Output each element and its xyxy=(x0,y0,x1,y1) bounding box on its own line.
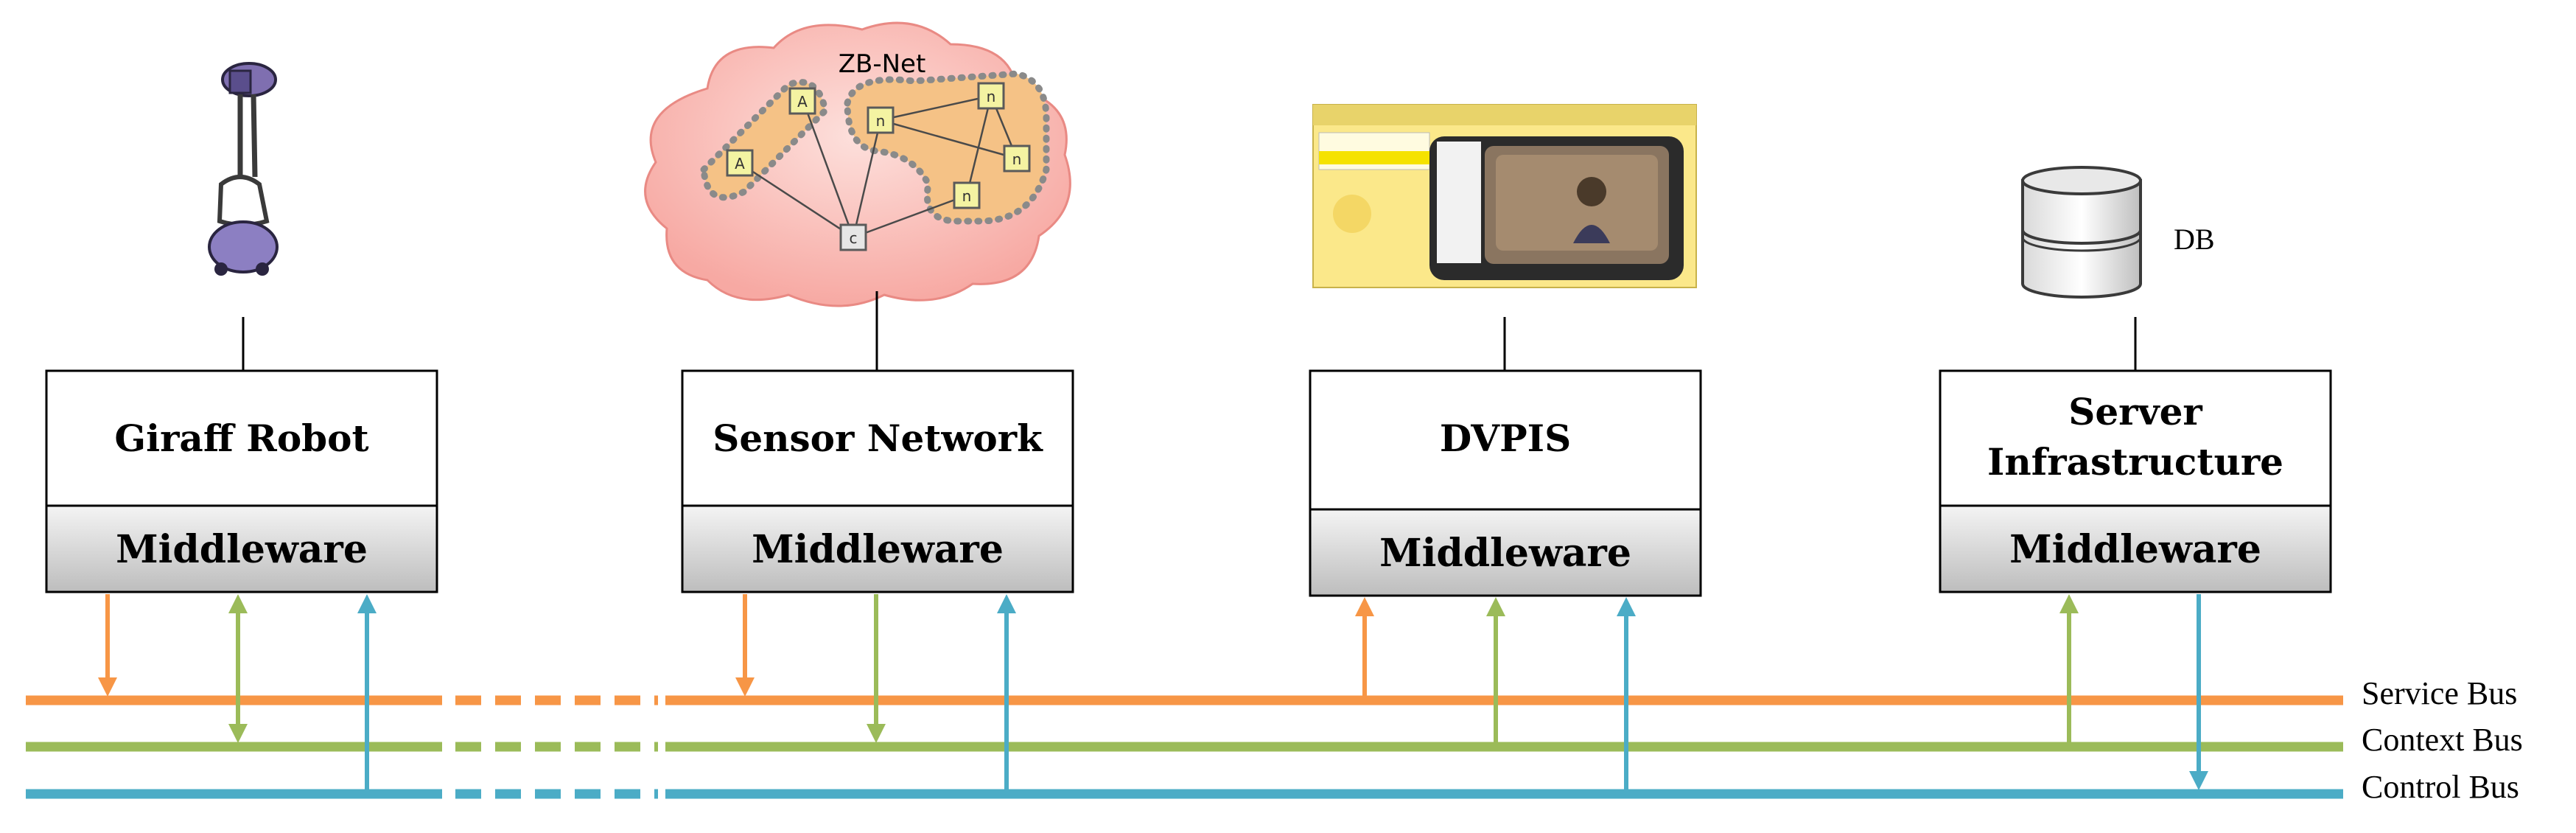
context-bus-label: Context Bus xyxy=(2362,722,2523,758)
zb-net-cloud: ZB-Net A A n n n n c xyxy=(644,21,1071,307)
control-arrow-head xyxy=(997,594,1016,613)
db-label: DB xyxy=(2174,223,2215,256)
service-arrow-head xyxy=(98,677,117,697)
middleware-label: Middleware xyxy=(1379,531,1631,576)
control-arrow-head xyxy=(2189,771,2208,790)
bus-connectors xyxy=(98,594,2208,790)
cloud-label: ZB-Net xyxy=(839,49,926,79)
component-giraff: Giraff Robot Middleware xyxy=(45,369,438,593)
component-title: Server xyxy=(2068,390,2202,433)
service-bus-label: Service Bus xyxy=(2362,675,2517,711)
bus-lines xyxy=(26,695,2343,799)
component-title: Infrastructure xyxy=(1987,440,2283,484)
cloud-node-label: c xyxy=(850,229,858,247)
cloud-node-label: n xyxy=(876,112,886,130)
control-bus-label: Control Bus xyxy=(2362,769,2519,805)
middleware-label: Middleware xyxy=(2009,527,2261,572)
component-dvpis: DVPIS Middleware xyxy=(1309,369,1702,597)
component-title: Giraff Robot xyxy=(114,416,368,460)
dvpis-screenshot-icon xyxy=(1312,104,1697,288)
context-arrow-head xyxy=(1486,597,1505,616)
context-arrow-head xyxy=(228,724,248,743)
cloud-node-label: n xyxy=(987,88,996,105)
cloud-node-label: n xyxy=(962,187,972,205)
component-server-infrastructure: Server Infrastructure Middleware xyxy=(1939,369,2332,593)
component-title: Sensor Network xyxy=(713,416,1043,460)
icon-connectors xyxy=(242,291,2137,371)
database-icon xyxy=(2021,166,2142,299)
middleware-label: Middleware xyxy=(116,527,368,572)
control-arrow-head xyxy=(357,594,377,613)
context-arrow-head xyxy=(867,724,886,743)
cloud-node-label: A xyxy=(735,155,745,172)
robot-icon xyxy=(208,62,279,276)
middleware-label: Middleware xyxy=(752,527,1004,572)
service-arrow-head xyxy=(735,677,755,697)
component-sensor-network: Sensor Network Middleware xyxy=(681,369,1074,593)
component-title: DVPIS xyxy=(1440,416,1571,460)
context-arrow-head xyxy=(2059,594,2079,613)
cloud-node-label: n xyxy=(1012,150,1022,168)
service-arrow-head xyxy=(1355,597,1374,616)
context-arrow-head xyxy=(228,594,248,613)
cloud-node-label: A xyxy=(797,93,808,111)
control-arrow-head xyxy=(1617,597,1636,616)
